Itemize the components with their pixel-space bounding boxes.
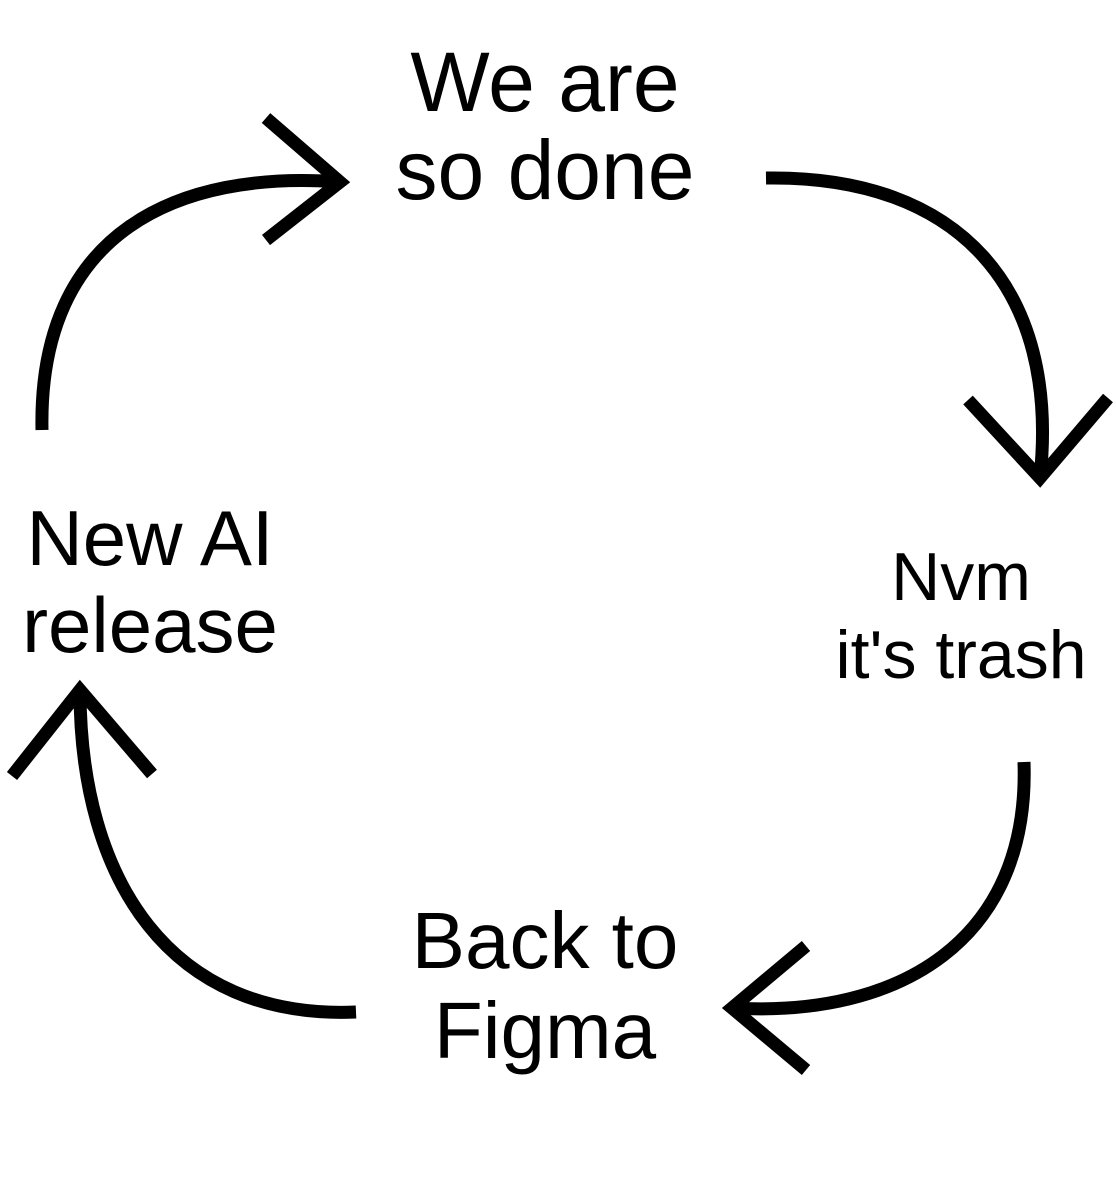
step-label-left: New AI release [0,494,300,670]
arrow-bottom-to-left [6,679,357,1019]
step-top-line-1: We are [410,35,680,129]
step-bottom-line-1: Back to [411,896,679,985]
step-label-bottom: Back to Figma [360,896,730,1075]
step-top-line-2: so done [395,123,695,218]
step-left-line-1: New AI [26,494,274,582]
step-label-top: We are so done [350,35,740,218]
arrow-left-to-top [35,113,351,431]
step-right-line-2: it's trash [835,617,1087,694]
arrow-right-to-bottom [721,761,1031,1075]
step-right-line-1: Nvm [891,539,1031,615]
step-bottom-line-2: Figma [433,985,657,1075]
arrow-top-to-right [765,171,1113,488]
step-label-right: Nvm it's trash [806,538,1116,694]
step-left-line-2: release [22,581,278,670]
